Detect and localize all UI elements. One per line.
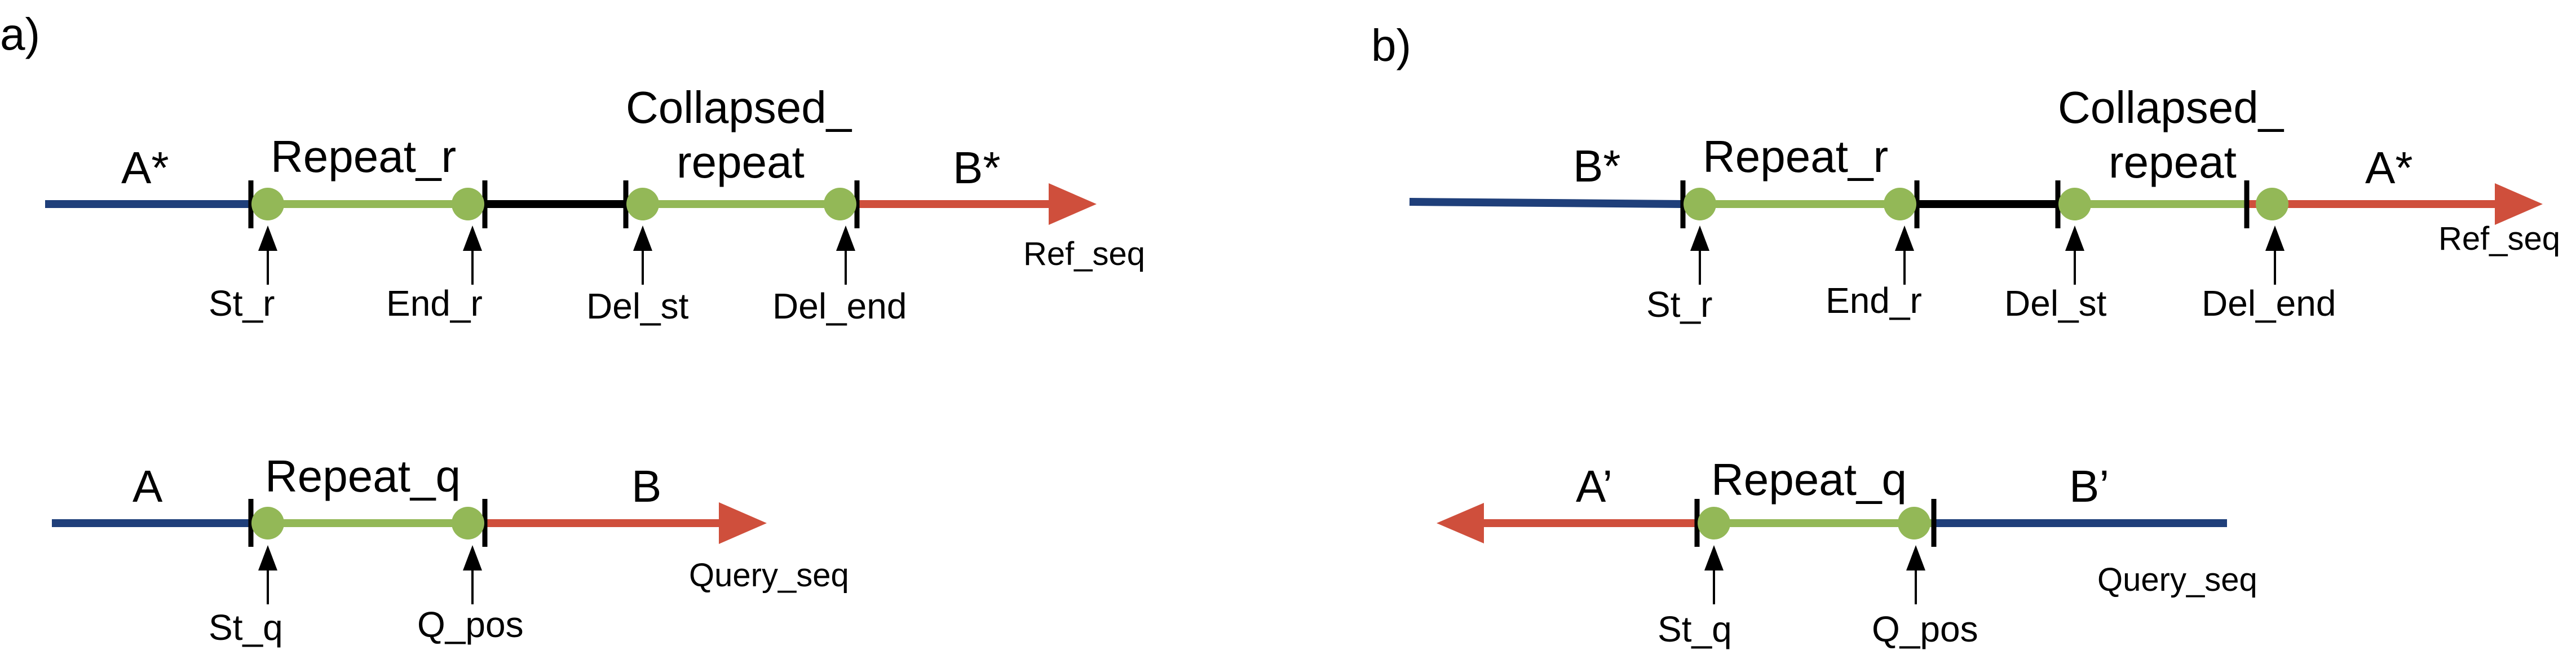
ref-right-label: A*: [2365, 143, 2413, 193]
ref-left-label: B*: [1573, 141, 1621, 191]
position-dot: [1884, 188, 1916, 220]
marker-del-st-label: Del_st: [586, 286, 689, 326]
marker-del-end-label: Del_end: [2202, 283, 2336, 324]
position-dot: [452, 188, 484, 220]
marker-del-end: Del_end: [772, 225, 907, 326]
ref-repeat-label: Repeat_r: [1703, 131, 1888, 182]
marker-del-st: Del_st: [586, 225, 689, 326]
marker-st-q: St_q: [1658, 545, 1732, 649]
marker-q-pos-label: Q_pos: [417, 604, 524, 645]
ref-collapsed-label-line1: Collapsed_: [2058, 82, 2285, 132]
panel-a-query-seq: A Repeat_q B Query_seq St_q Q_pos: [52, 451, 849, 648]
marker-del-end: Del_end: [2202, 225, 2336, 324]
position-dot: [626, 188, 659, 220]
query-arrowhead: [1437, 503, 1484, 543]
position-dot: [824, 188, 856, 220]
marker-end-r-label: End_r: [386, 283, 483, 324]
panel-b-query-seq: A’ Repeat_q B’ Query_seq St_q Q_pos: [1437, 454, 2257, 649]
panel-a: a) A* Repeat_r Collapsed_ repeat B*: [0, 9, 1145, 648]
ref-seq-label: Ref_seq: [1023, 236, 1145, 272]
ref-segment-left: [1409, 198, 1684, 208]
marker-del-end-label: Del_end: [772, 286, 907, 326]
query-left-label: A: [132, 461, 163, 511]
ref-collapsed-label-line1: Collapsed_: [626, 82, 852, 132]
marker-q-pos-label: Q_pos: [1872, 609, 1978, 649]
query-right-label: B: [631, 461, 661, 511]
marker-st-q-label: St_q: [209, 607, 283, 648]
ref-arrowhead: [2495, 183, 2543, 225]
marker-st-r-label: St_r: [209, 283, 275, 324]
marker-q-pos: Q_pos: [1872, 545, 1978, 649]
query-repeat-label: Repeat_q: [265, 451, 461, 501]
position-dot: [452, 507, 484, 539]
marker-st-q: St_q: [209, 545, 283, 648]
panel-b: b) B* Repeat_r Collapsed_ repeat A* Ref_…: [1371, 20, 2560, 649]
marker-end-r: End_r: [1826, 225, 1922, 321]
ref-collapsed-label-line2: repeat: [2109, 137, 2237, 187]
ref-collapsed-label-line2: repeat: [677, 137, 805, 187]
ref-repeat-label: Repeat_r: [271, 131, 456, 182]
query-arrowhead: [719, 502, 767, 544]
marker-st-q-label: St_q: [1658, 609, 1732, 649]
position-dot: [2058, 188, 2091, 220]
panel-b-ref-seq: B* Repeat_r Collapsed_ repeat A* Ref_seq…: [1409, 82, 2560, 325]
panel-b-tag: b): [1371, 20, 1411, 70]
marker-del-st-label: Del_st: [2004, 283, 2107, 324]
query-right-label: B’: [2069, 461, 2109, 511]
position-dot: [251, 507, 284, 539]
position-dot: [1898, 507, 1930, 539]
ref-left-label: A*: [121, 143, 169, 193]
position-dot: [251, 188, 284, 220]
query-repeat-label: Repeat_q: [1711, 454, 1907, 505]
ref-seq-label: Ref_seq: [2438, 220, 2560, 257]
panel-a-ref-seq: A* Repeat_r Collapsed_ repeat B* Ref_seq…: [45, 82, 1145, 326]
panel-a-tag: a): [0, 9, 40, 59]
position-dot: [2256, 188, 2288, 220]
ref-right-label: B*: [953, 143, 1001, 193]
marker-del-st: Del_st: [2004, 225, 2107, 324]
marker-q-pos: Q_pos: [417, 545, 524, 645]
marker-end-r: End_r: [386, 225, 483, 324]
marker-st-r: St_r: [1646, 225, 1712, 325]
marker-st-r: St_r: [209, 225, 277, 324]
query-seq-label: Query_seq: [2097, 561, 2257, 598]
ref-arrowhead: [1049, 183, 1097, 225]
position-dot: [1684, 188, 1716, 220]
marker-end-r-label: End_r: [1826, 280, 1922, 321]
query-left-label: A’: [1576, 461, 1612, 511]
query-seq-label: Query_seq: [689, 557, 849, 594]
marker-st-r-label: St_r: [1646, 284, 1712, 325]
position-dot: [1698, 507, 1730, 539]
